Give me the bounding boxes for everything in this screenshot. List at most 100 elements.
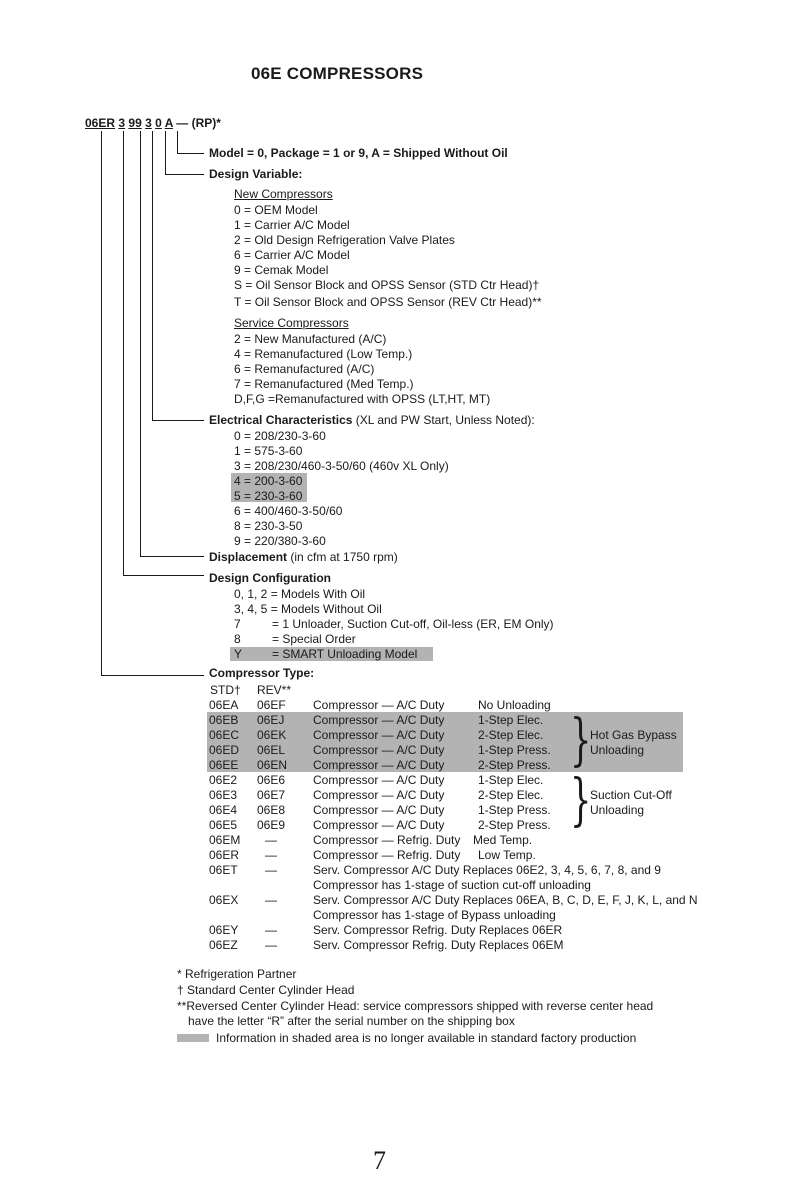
- config-key: 8: [234, 632, 241, 646]
- type-std: 06EE: [209, 758, 239, 772]
- bracket-line-design-variable-h: [165, 174, 204, 175]
- type-rev: 06EK: [257, 728, 287, 742]
- code-suffix: — (RP)*: [176, 116, 221, 130]
- code-part-config: 3: [118, 116, 126, 130]
- compressor-type-label: Compressor Type:: [209, 666, 315, 680]
- shade-type-rows: [207, 712, 683, 772]
- code-part-design-variable: 0: [155, 116, 162, 130]
- type-desc: Compressor — A/C Duty: [313, 788, 445, 802]
- electrical-item: 5 = 230-3-60: [234, 489, 303, 503]
- type-rev: 06EL: [257, 743, 286, 757]
- type-rev: 06EN: [257, 758, 288, 772]
- new-item: 1 = Carrier A/C Model: [234, 218, 350, 232]
- bracket-line-displacement-h: [140, 556, 204, 557]
- type-desc: Compressor — A/C Duty: [313, 803, 445, 817]
- type-rev: 06E7: [257, 788, 286, 802]
- type-rev: 06E6: [257, 773, 286, 787]
- page-title: 06E COMPRESSORS: [251, 64, 424, 83]
- electrical-item: 9 = 220/380-3-60: [234, 534, 326, 548]
- type-desc: Compressor — A/C Duty: [313, 728, 445, 742]
- type-unloading: 2-Step Press.: [478, 818, 551, 832]
- type-unloading: 2-Step Press.: [478, 758, 551, 772]
- shade-elec-4-5: [231, 473, 307, 502]
- electrical-item: 0 = 208/230-3-60: [234, 429, 326, 443]
- code-part-series: 06ER: [85, 116, 116, 130]
- shade-legend-swatch: [177, 1034, 209, 1042]
- config-value: = Special Order: [272, 632, 356, 646]
- bracket-line-design-variable: [165, 131, 166, 175]
- type-desc: Serv. Compressor Refrig. Duty Replaces 0…: [313, 938, 564, 952]
- type-unloading: No Unloading: [478, 698, 551, 712]
- design-config-label: Design Configuration: [209, 571, 331, 585]
- type-std: 06ED: [209, 743, 240, 757]
- type-rev: —: [265, 938, 277, 952]
- code-part-displacement: 99: [128, 116, 142, 130]
- new-item: 6 = Carrier A/C Model: [234, 248, 350, 262]
- config-item: 3, 4, 5 = Models Without Oil: [234, 602, 382, 616]
- electrical-item: 6 = 400/460-3-50/60: [234, 504, 343, 518]
- bracket-line-type-h: [101, 675, 204, 676]
- type-unloading: 2-Step Elec.: [478, 788, 544, 802]
- model-code: 06ER 3 99 3 0 A — (RP)*: [85, 116, 221, 130]
- type-unloading: 1-Step Elec.: [478, 773, 544, 787]
- type-rev: 06E9: [257, 818, 286, 832]
- service-item: 4 = Remanufactured (Low Temp.): [234, 347, 413, 361]
- new-item: T = Oil Sensor Block and OPSS Sensor (RE…: [234, 295, 542, 309]
- type-desc: Compressor — A/C Duty: [313, 698, 445, 712]
- electrical-item: 4 = 200-3-60: [234, 474, 303, 488]
- electrical-item: 1 = 575-3-60: [234, 444, 303, 458]
- type-desc: Serv. Compressor Refrig. Duty Replaces 0…: [313, 923, 563, 937]
- new-item: 2 = Old Design Refrigeration Valve Plate…: [234, 233, 455, 247]
- type-std: 06EX: [209, 893, 239, 907]
- group-hot-gas-line2: Unloading: [590, 743, 645, 757]
- new-item: S = Oil Sensor Block and OPSS Sensor (ST…: [234, 278, 540, 292]
- displacement-note: (in cfm at 1750 rpm): [287, 550, 398, 564]
- type-rev: 06E8: [257, 803, 286, 817]
- type-desc: Serv. Compressor A/C Duty Replaces 06EA,…: [313, 893, 698, 907]
- type-std: 06EA: [209, 698, 239, 712]
- type-desc: Compressor — Refrig. Duty: [313, 848, 461, 862]
- type-desc: Compressor — A/C Duty: [313, 773, 445, 787]
- type-unloading: Low Temp.: [478, 848, 536, 862]
- service-item: 2 = New Manufactured (A/C): [234, 332, 387, 346]
- type-rev: —: [265, 833, 277, 847]
- electrical-note: (XL and PW Start, Unless Noted):: [352, 413, 535, 427]
- footnote-double-asterisk: **Reversed Center Cylinder Head: service…: [177, 999, 654, 1013]
- type-std: 06EZ: [209, 938, 238, 952]
- footnote-dagger: † Standard Center Cylinder Head: [177, 983, 355, 997]
- footnote-asterisk: * Refrigeration Partner: [177, 967, 297, 981]
- brace-suction-icon: }: [570, 768, 592, 833]
- design-variable-label: Design Variable:: [209, 167, 303, 181]
- electrical-item: 3 = 208/230/460-3-50/60 (460v XL Only): [234, 459, 449, 473]
- type-std: 06EM: [209, 833, 241, 847]
- type-std: 06ET: [209, 863, 238, 877]
- type-desc: Compressor — Refrig. Duty: [313, 833, 461, 847]
- type-unloading: 1-Step Press.: [478, 743, 551, 757]
- type-desc: Compressor — A/C Duty: [313, 818, 445, 832]
- type-desc: Compressor — A/C Duty: [313, 713, 445, 727]
- electrical-item: 8 = 230-3-50: [234, 519, 303, 533]
- code-part-model: A: [164, 116, 173, 130]
- type-rev: 06EF: [257, 698, 286, 712]
- type-std: 06EB: [209, 713, 239, 727]
- type-std: 06E2: [209, 773, 238, 787]
- type-rev: —: [265, 863, 277, 877]
- type-rev: —: [265, 848, 277, 862]
- service-item: D,F,G =Remanufactured with OPSS (LT,HT, …: [234, 392, 491, 406]
- code-part-electrical: 3: [145, 116, 152, 130]
- bracket-line-config: [123, 131, 124, 576]
- service-compressors-heading: Service Compressors: [234, 316, 349, 330]
- bracket-line-model: [177, 131, 178, 154]
- new-item: 0 = OEM Model: [234, 203, 318, 217]
- brace-hot-gas-icon: }: [570, 708, 592, 773]
- std-header: STD†: [210, 683, 241, 697]
- shade-config-y: [230, 647, 433, 661]
- model-line: Model = 0, Package = 1 or 9, A = Shipped…: [209, 146, 508, 160]
- bracket-line-config-h: [123, 575, 204, 576]
- electrical-label: Electrical Characteristics (XL and PW St…: [209, 413, 535, 427]
- rev-header: REV**: [257, 683, 292, 697]
- type-std: 06E5: [209, 818, 238, 832]
- type-std: 06E4: [209, 803, 238, 817]
- group-suction-line1: Suction Cut-Off: [590, 788, 672, 802]
- electrical-label-text: Electrical Characteristics: [209, 413, 353, 427]
